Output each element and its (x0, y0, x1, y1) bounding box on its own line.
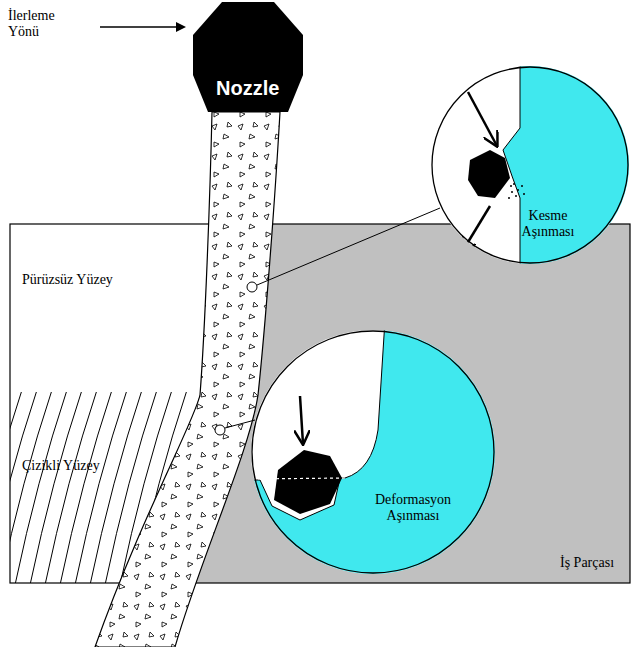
nozzle-shape (193, 2, 303, 112)
surface-label: Çizikli Yüzey (22, 458, 100, 474)
striation-line (15, 392, 67, 583)
zoom-circle-outline (251, 330, 495, 574)
abrasive-particles (95, 112, 280, 647)
part-label: İş Parçası (560, 555, 614, 571)
striation-line (45, 392, 97, 583)
striation-line (10, 392, 22, 583)
node-label: Kesme Aşınması (512, 208, 584, 240)
zoom-circle-shape (432, 67, 628, 263)
zoom-circle-shape (252, 331, 494, 573)
node-label: Deformasyon Aşınması (363, 492, 463, 524)
nozzle: Nozzle (193, 0, 303, 112)
zoom-marker (247, 282, 257, 292)
zoom-circle: Kesme Aşınması (431, 66, 629, 264)
leader-line (225, 420, 255, 428)
water-jet (95, 112, 280, 647)
striation-line (30, 392, 82, 583)
deformation-wear-detail (240, 320, 520, 600)
cutting-wear-detail (420, 60, 633, 280)
zoom-circle: Deformasyon Aşınması (251, 330, 495, 574)
leader-line (257, 208, 440, 285)
surface-label: Pürüzsüz Yüzey (22, 272, 113, 288)
zoom-marker (215, 425, 225, 435)
striation-line (60, 392, 112, 583)
striation-line (75, 392, 127, 583)
feed-arrow (100, 26, 184, 28)
node-label: Nozzle (216, 77, 279, 100)
striation-line (10, 392, 52, 583)
direction-label: İlerleme Yönü (8, 8, 86, 40)
